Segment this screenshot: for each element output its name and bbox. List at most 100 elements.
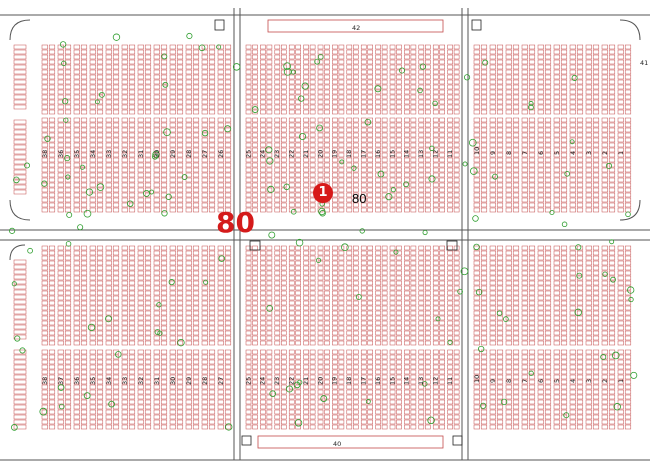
plot-row [617,280,624,286]
plot-row [553,330,560,336]
plot-row [96,74,104,80]
plot-row [396,157,402,163]
plot-row [410,384,417,390]
plot-row [473,255,480,261]
plot-row [57,122,64,128]
plot-row [425,300,431,306]
plot-row [432,409,439,415]
plot-row [447,315,453,321]
plot-row [96,109,104,115]
plot-row [560,157,568,163]
plot-row [560,64,568,70]
plot-row [217,89,224,95]
plot-row [512,137,520,143]
plot-row [160,142,168,148]
plot-row [260,379,266,385]
plot-row [601,64,608,70]
plot-row [260,245,266,251]
plot-row [303,295,309,301]
plot-row [480,315,488,321]
plot-row [389,335,396,341]
plot-row [96,374,104,380]
plot-row [252,255,258,261]
plot-row [160,359,168,365]
plot-row [64,137,72,143]
plot-row [418,320,425,326]
plot-row [260,394,266,400]
plot-row [201,74,208,80]
plot-row [410,99,417,105]
plot-row [309,275,316,281]
plot-row [303,49,309,55]
plot-row [453,117,460,123]
plot-row [489,295,496,301]
plot-row [381,44,388,50]
plot-row [266,384,273,390]
plot-row [381,172,388,178]
plot-row [569,94,576,100]
plot-row [418,260,425,266]
plot-row [176,99,184,105]
plot-row [57,335,64,341]
plot-row [381,192,388,198]
plot-row [274,182,281,188]
plot-row [260,127,266,133]
plot-row [396,245,402,251]
plot-row [505,359,512,365]
plot-row [389,117,396,123]
plot-row [208,132,216,138]
plot-row [121,59,128,65]
plot-row [528,182,536,188]
plot-row [453,192,460,198]
plot-row [260,295,266,301]
plot-row [338,409,345,415]
plot-row [332,117,338,123]
plot-row [480,104,488,110]
plot-row [439,349,445,355]
plot-row [569,187,576,193]
plot-row [447,310,453,316]
plot-row [48,384,56,390]
plot-row [121,325,128,331]
plot-row [105,374,112,380]
plot-row [396,192,402,198]
plot-row [425,202,431,208]
plot-row [266,79,273,85]
plot-row [521,389,528,395]
plot-row [447,167,453,173]
plot-row [537,280,544,286]
plot-row [324,295,330,301]
plot-row [96,354,104,360]
plot-row [447,54,453,60]
plot-row [281,399,287,405]
plot-row [41,157,48,163]
plot-row [252,305,258,311]
plot-row [112,285,120,291]
plot-row [57,330,64,336]
plot-row [96,290,104,296]
plot-row [208,59,216,65]
plot-row [418,369,425,375]
plot-row [252,84,258,90]
plot-row [480,197,488,203]
plot-row [576,104,584,110]
plot-row [592,290,600,296]
plot-row [48,250,56,256]
plot-row [295,325,301,331]
plot-row [73,157,80,163]
plot-row [360,187,367,193]
plot-row [537,315,544,321]
plot-row [112,187,120,193]
plot-row [346,192,353,198]
plot-row [375,109,381,115]
plot-row [528,379,536,385]
plot-row [96,172,104,178]
plot-row [121,117,128,123]
plot-row [608,182,616,188]
plot-row [375,89,381,95]
plot-row [425,265,431,271]
plot-row [453,374,460,380]
plot-row [303,74,309,80]
plot-row [176,104,184,110]
plot-row [303,359,309,365]
